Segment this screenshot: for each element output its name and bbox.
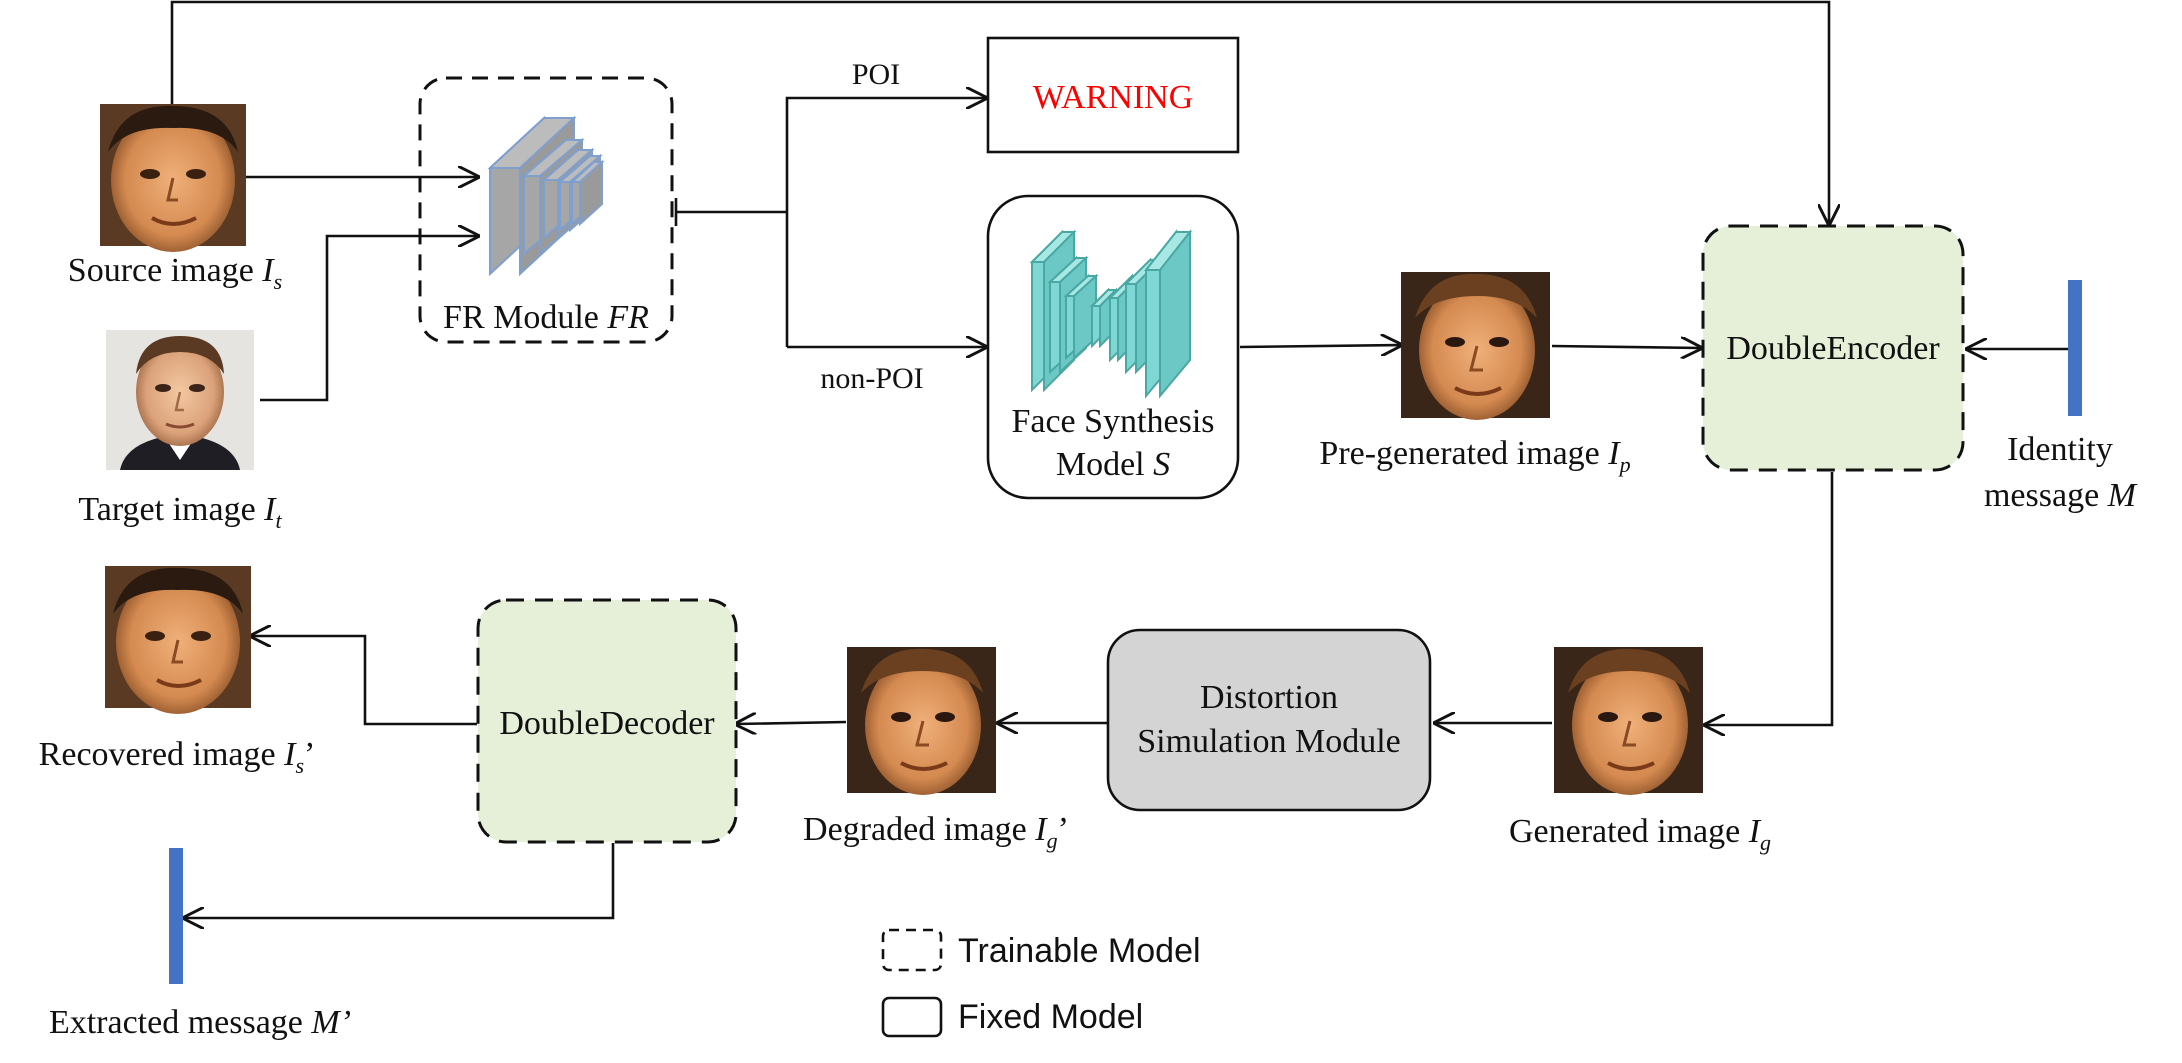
arrow-encoder-to-generated [1705, 472, 1834, 725]
target-face-icon [106, 330, 254, 470]
double-decoder-box [476, 598, 738, 844]
distortion-module: Distortion Simulation Module [1106, 628, 1432, 812]
recovered-image-label: Recovered image Is’ [39, 736, 316, 778]
pregen-face-icon [1401, 272, 1550, 420]
encoder-decoder-unet-icon [1029, 229, 1193, 399]
fr-module-label: FR Module FR [443, 299, 649, 336]
face-images [100, 104, 1703, 795]
face-synthesis-module: Face Synthesis Model S [986, 194, 1240, 500]
source-image-label: Source image Is [68, 252, 282, 294]
face-synthesis-label-line2: Model S [1056, 446, 1170, 483]
warning-box: WARNING [986, 36, 1240, 154]
pregen-image-label: Pre-generated image Ip [1319, 435, 1630, 477]
degraded-face-icon [847, 647, 996, 795]
arrow-source-to-encoder [170, 0, 1829, 224]
connectors [170, 0, 2068, 918]
arrow-degraded-to-decoder [736, 722, 847, 724]
poi-label: POI [852, 58, 900, 91]
double-encoder-box [1701, 224, 1965, 472]
identity-message-label-line1: Identity [2007, 431, 2113, 468]
arrow-pregen-to-encoder [1551, 346, 1701, 348]
arrow-decoder-to-recovered [251, 636, 477, 726]
legend: Trainable Model Fixed Model [881, 928, 1201, 1038]
fr-module: FR Module FR [418, 76, 674, 344]
arrow-synthesis-to-pregen [1239, 345, 1401, 347]
double-decoder-label: DoubleDecoder [499, 705, 715, 742]
extracted-message-label: Extracted message M’ [49, 1004, 351, 1041]
distortion-box [1106, 628, 1432, 812]
source-face-icon [100, 104, 246, 252]
legend-fixed-label: Fixed Model [958, 998, 1143, 1036]
distortion-label-line1: Distortion [1200, 679, 1338, 716]
degraded-image-label: Degraded image Ig’ [803, 811, 1069, 853]
recovered-face-icon [105, 566, 251, 714]
non-poi-label: non-POI [820, 362, 923, 395]
generated-face-icon [1554, 647, 1703, 795]
legend-fixed-swatch [881, 996, 943, 1038]
generated-image-label: Generated image Ig [1509, 813, 1771, 855]
arrow-decoder-to-extracted [184, 843, 615, 918]
face-synthesis-label-line1: Face Synthesis [1011, 403, 1214, 440]
extracted-message-bar-icon [169, 848, 183, 984]
stacked-cnn-blocks-icon [487, 115, 605, 277]
double-decoder-module: DoubleDecoder [476, 598, 738, 844]
double-encoder-label: DoubleEncoder [1726, 330, 1940, 367]
identity-message-bar-icon [2068, 280, 2082, 416]
legend-trainable-label: Trainable Model [958, 932, 1201, 970]
target-image-label: Target image It [78, 491, 282, 533]
double-encoder-module: DoubleEncoder [1701, 224, 1965, 472]
warning-label: WARNING [1033, 79, 1194, 116]
arrow-fr-to-warning [785, 98, 986, 347]
legend-trainable-swatch [881, 928, 943, 972]
distortion-label-line2: Simulation Module [1137, 723, 1401, 760]
fr-module-box [418, 76, 674, 344]
arrow-target-to-fr [260, 236, 478, 402]
identity-message-label-line2: message M [1984, 477, 2138, 514]
